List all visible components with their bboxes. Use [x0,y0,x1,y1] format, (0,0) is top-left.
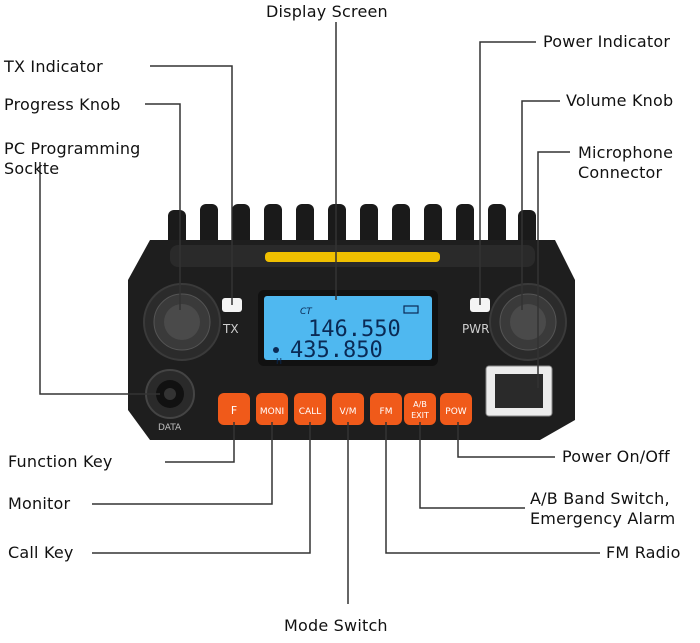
data-label: DATA [158,423,182,433]
exit-button-label: EXIT [411,411,429,420]
call-button[interactable] [294,393,326,425]
lcd-ct: CT [300,307,313,317]
pc-programming-socket[interactable] [145,369,195,419]
tx-label: TX [222,322,239,336]
label-progress-knob: Progress Knob [4,95,121,114]
label-power-indicator: Power Indicator [543,32,671,51]
ab-exit-button[interactable] [404,393,436,425]
lcd-line-2: 435.850 [290,338,383,363]
progress-knob[interactable] [143,283,221,361]
display-screen [264,296,432,360]
pow-button[interactable] [440,393,472,425]
label-ab-band-switch: A/B Band Switch, [530,489,670,508]
label-emergency-alarm: Emergency Alarm [530,509,676,528]
label-function-key: Function Key [8,452,113,471]
label-microphone: Microphone [578,143,674,162]
fm-button[interactable] [370,393,402,425]
pwr-label: PWR [462,322,489,336]
microphone-connector[interactable] [485,365,553,417]
lcd-line-1: 146.550 [308,317,401,342]
label-volume-knob: Volume Knob [566,91,674,110]
label-mode-switch: Mode Switch [284,616,388,635]
title-display-screen: Display Screen [266,2,388,21]
f-button-label: F [231,404,237,417]
ab-button-label: A/B [413,400,427,409]
volume-knob[interactable] [489,283,567,361]
moni-button[interactable] [256,393,288,425]
label-power-onoff: Power On/Off [562,447,670,466]
fm-button-label: FM [380,407,393,417]
accent-bar [265,252,440,262]
moni-button-label: MONI [260,407,284,417]
label-call-key: Call Key [8,543,74,562]
label-pc-programming: PC Programming [4,139,141,158]
label-tx-indicator: TX Indicator [4,57,103,76]
label-monitor: Monitor [8,494,71,513]
vm-button[interactable] [332,393,364,425]
button-row: F MONI CALL V/M FM A/B EXIT POW [218,393,472,425]
lcd-h: H [276,357,282,366]
pow-button-label: POW [445,407,467,417]
label-fm-radio: FM Radio [606,543,681,562]
label-pc-socket: Sockte [4,159,60,178]
call-button-label: CALL [299,407,321,417]
vm-button-label: V/M [340,407,357,417]
f-button[interactable] [218,393,250,425]
leader-lines [39,22,600,604]
label-connector: Connector [578,163,663,182]
